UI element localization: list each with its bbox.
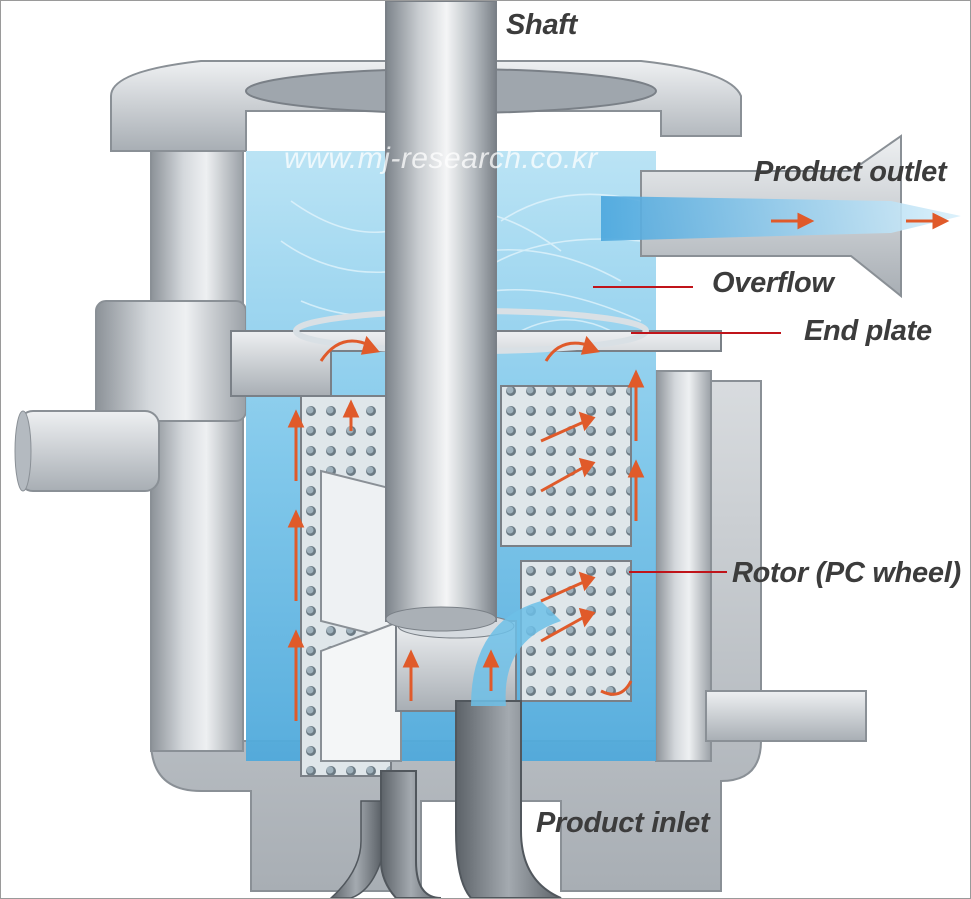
flow-arrows	[287, 212, 950, 721]
label-product-inlet: Product inlet	[536, 807, 710, 839]
drive-shaft	[385, 1, 497, 622]
label-overflow: Overflow	[712, 267, 834, 299]
rotor-right-band-upper	[500, 385, 632, 547]
housing-right-wall	[655, 370, 712, 762]
leader-line-rotor	[629, 571, 727, 573]
inlet-jet	[471, 601, 561, 706]
inlet-pipe	[455, 700, 562, 898]
watermark-text: www.mj-research.co.kr	[284, 142, 598, 175]
mid-flange	[95, 300, 247, 422]
label-end-plate: End plate	[804, 315, 932, 347]
rotor-blade-2	[320, 619, 402, 762]
label-product-outlet: Product outlet	[754, 156, 947, 188]
leader-line-overflow	[593, 286, 693, 288]
left-stub-pipe	[18, 410, 160, 492]
right-stub-pipe	[705, 690, 867, 742]
leader-line-end-plate	[631, 332, 781, 334]
label-rotor: Rotor (PC wheel)	[732, 557, 961, 589]
label-shaft: Shaft	[506, 9, 578, 41]
housing-left-wall	[150, 150, 244, 752]
drain-pipe-right	[329, 800, 382, 898]
drain-pipe-left	[380, 770, 442, 898]
outlet-jet	[601, 196, 961, 241]
